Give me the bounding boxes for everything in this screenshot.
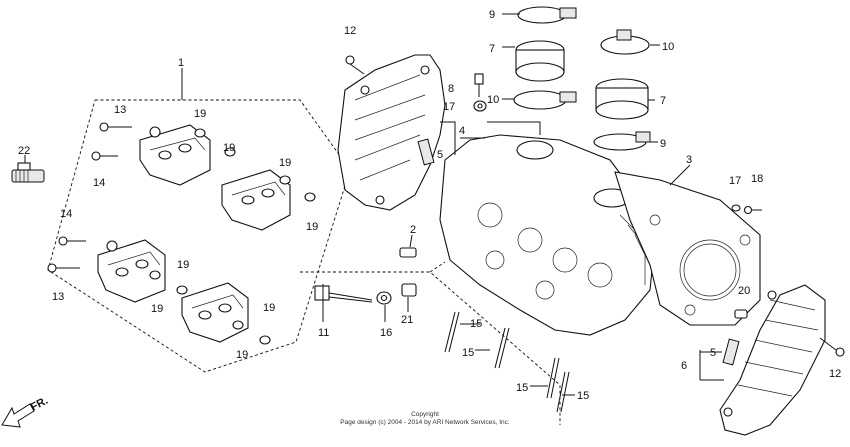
bolt-13-lower[interactable] — [47, 263, 80, 273]
label-15-a: 15 — [470, 318, 482, 330]
label-19-g: 19 — [236, 349, 248, 361]
label-7-right: 7 — [660, 95, 666, 107]
washer-17-right[interactable] — [731, 204, 741, 212]
cylinder-head[interactable] — [439, 134, 656, 336]
label-12-upper: 12 — [344, 25, 356, 37]
label-7-upper: 7 — [489, 43, 495, 55]
label-16: 16 — [380, 327, 392, 339]
clamp-9-upper[interactable] — [517, 6, 577, 24]
head-cover-rear[interactable] — [337, 54, 446, 211]
label-14-lower: 14 — [60, 208, 72, 220]
head-gasket[interactable] — [614, 171, 761, 326]
label-19-f: 19 — [151, 303, 163, 315]
label-13-upper: 13 — [114, 104, 126, 116]
insulator-7-right[interactable] — [595, 78, 649, 120]
label-3: 3 — [686, 154, 692, 166]
bolt-14-lower[interactable] — [58, 236, 86, 246]
fr-label: FR. — [29, 395, 50, 414]
gasket-5-lower[interactable] — [722, 338, 740, 366]
label-9-lower: 9 — [660, 138, 666, 150]
bolt-11[interactable] — [314, 285, 373, 303]
label-14-upper: 14 — [93, 177, 105, 189]
dowel-pin-20[interactable] — [734, 309, 748, 319]
label-22: 22 — [18, 145, 30, 157]
clamp-10-right[interactable] — [600, 29, 650, 55]
washer-17-upper[interactable] — [473, 100, 487, 112]
bolt-12-lower[interactable] — [819, 337, 845, 357]
label-11: 11 — [318, 327, 329, 339]
label-1: 1 — [178, 57, 184, 69]
label-18: 18 — [751, 173, 763, 185]
dowel-pin-2[interactable] — [399, 247, 417, 258]
callout-labels: 1 2 3 4 5 5 6 7 7 8 9 9 10 10 11 12 12 1… — [18, 9, 841, 402]
label-15-d: 15 — [577, 390, 589, 402]
bolt-14-upper[interactable] — [91, 151, 118, 161]
group-head-boundary — [300, 261, 561, 425]
label-4: 4 — [459, 125, 465, 137]
clamp-9-lower[interactable] — [593, 131, 651, 151]
label-17-upper: 17 — [443, 101, 455, 113]
bolt-18[interactable] — [743, 205, 763, 215]
ignition-coil-upper-right[interactable] — [221, 169, 291, 231]
clamp-10-left[interactable] — [513, 90, 577, 110]
label-15-b: 15 — [462, 347, 474, 359]
label-15-c: 15 — [516, 382, 528, 394]
label-20: 20 — [738, 285, 750, 297]
label-19-e: 19 — [177, 259, 189, 271]
label-5-upper: 5 — [437, 149, 443, 161]
label-19-h: 19 — [263, 302, 275, 314]
bolt-12-upper[interactable] — [345, 55, 365, 75]
bolt-13-upper[interactable] — [99, 122, 132, 132]
label-17-right: 17 — [729, 175, 741, 187]
washer-16[interactable] — [376, 291, 392, 305]
bolt-8[interactable] — [474, 73, 484, 97]
label-12-lower: 12 — [829, 368, 841, 380]
grommets-19[interactable] — [149, 128, 316, 345]
label-9-upper: 9 — [489, 9, 495, 21]
ignition-coil-lower-left[interactable] — [97, 239, 166, 303]
label-21: 21 — [401, 314, 413, 326]
label-19-b: 19 — [223, 142, 235, 154]
label-19-d: 19 — [306, 221, 318, 233]
leader-lines — [322, 13, 724, 396]
label-8: 8 — [448, 83, 454, 95]
label-5-lower: 5 — [710, 347, 716, 359]
copyright-line-1: Copyright — [411, 411, 439, 418]
label-10-left: 10 — [487, 94, 499, 106]
label-2: 2 — [410, 224, 416, 236]
ignition-coil-upper-left[interactable] — [139, 124, 211, 186]
label-19-c: 19 — [279, 157, 291, 169]
copyright-line-2: Page design (c) 2004 - 2014 by ARI Netwo… — [340, 419, 510, 426]
label-19-a: 19 — [194, 108, 206, 120]
ignition-coil-lower-right[interactable] — [181, 282, 249, 343]
gasket-5-upper[interactable] — [417, 138, 435, 166]
label-6: 6 — [681, 360, 687, 372]
spark-plug[interactable] — [11, 155, 45, 183]
insulator-7-upper[interactable] — [515, 40, 565, 82]
front-arrow-icon: FR. — [1, 395, 50, 428]
head-cover-front[interactable] — [719, 284, 826, 436]
nut-21[interactable] — [401, 283, 417, 297]
label-13-lower: 13 — [52, 291, 64, 303]
label-10-right: 10 — [662, 41, 674, 53]
stud-bolts-15[interactable] — [444, 311, 570, 413]
